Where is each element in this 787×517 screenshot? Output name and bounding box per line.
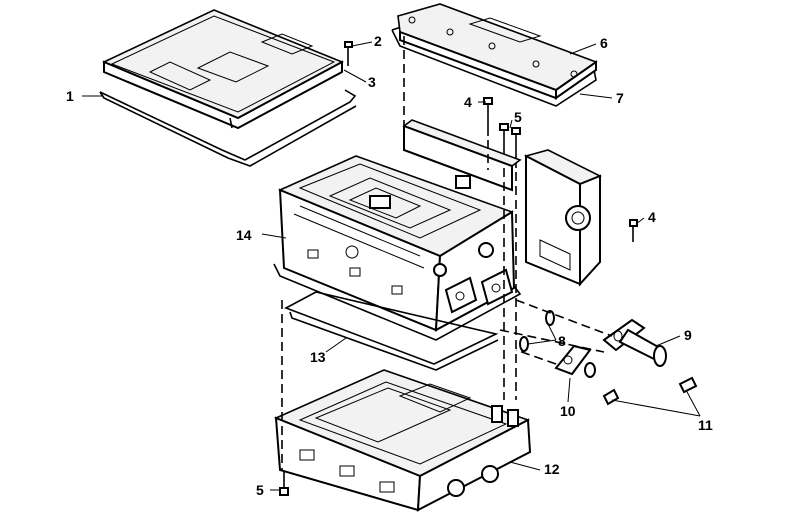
- callout-4-right: 4: [648, 209, 656, 225]
- callout-13: 13: [310, 349, 326, 365]
- callout-3: 3: [368, 74, 376, 90]
- callout-5-bottom: 5: [256, 482, 264, 498]
- lower-housing-12: [273, 369, 532, 512]
- callout-14: 14: [236, 227, 252, 243]
- bolt-5-bottom: [279, 472, 289, 496]
- bolts-11: [602, 376, 698, 406]
- callout-10: 10: [560, 403, 576, 419]
- callout-labels: 1 2 3 4 5 6 7 4 8 9 10 11 12 13 14 5: [66, 33, 713, 498]
- callout-7: 7: [616, 90, 624, 106]
- callout-1: 1: [66, 88, 74, 104]
- rear-housing: [402, 119, 602, 287]
- bottom-gasket-13: [284, 291, 499, 371]
- flange-10: [554, 344, 596, 378]
- callout-8: 8: [558, 333, 566, 349]
- callout-4-top: 4: [464, 94, 472, 110]
- callout-12: 12: [544, 461, 560, 477]
- top-cover-3: [102, 9, 344, 130]
- assembly-dashed-lines: [281, 36, 613, 470]
- callout-2: 2: [374, 33, 382, 49]
- callout-11: 11: [698, 417, 713, 433]
- cover-6: [397, 3, 598, 100]
- bolt-4-top: [483, 97, 493, 136]
- leader-lines: [82, 41, 701, 491]
- callout-6: 6: [600, 35, 608, 51]
- bolt-2: [344, 41, 353, 66]
- cover-gasket-1: [99, 89, 357, 167]
- o-rings-8: [519, 310, 555, 352]
- callout-9: 9: [684, 327, 692, 343]
- callout-5-top: 5: [514, 109, 522, 125]
- main-housing-14: [273, 155, 522, 341]
- bolt-4-right: [629, 219, 638, 242]
- coolant-tube-9: [602, 318, 667, 367]
